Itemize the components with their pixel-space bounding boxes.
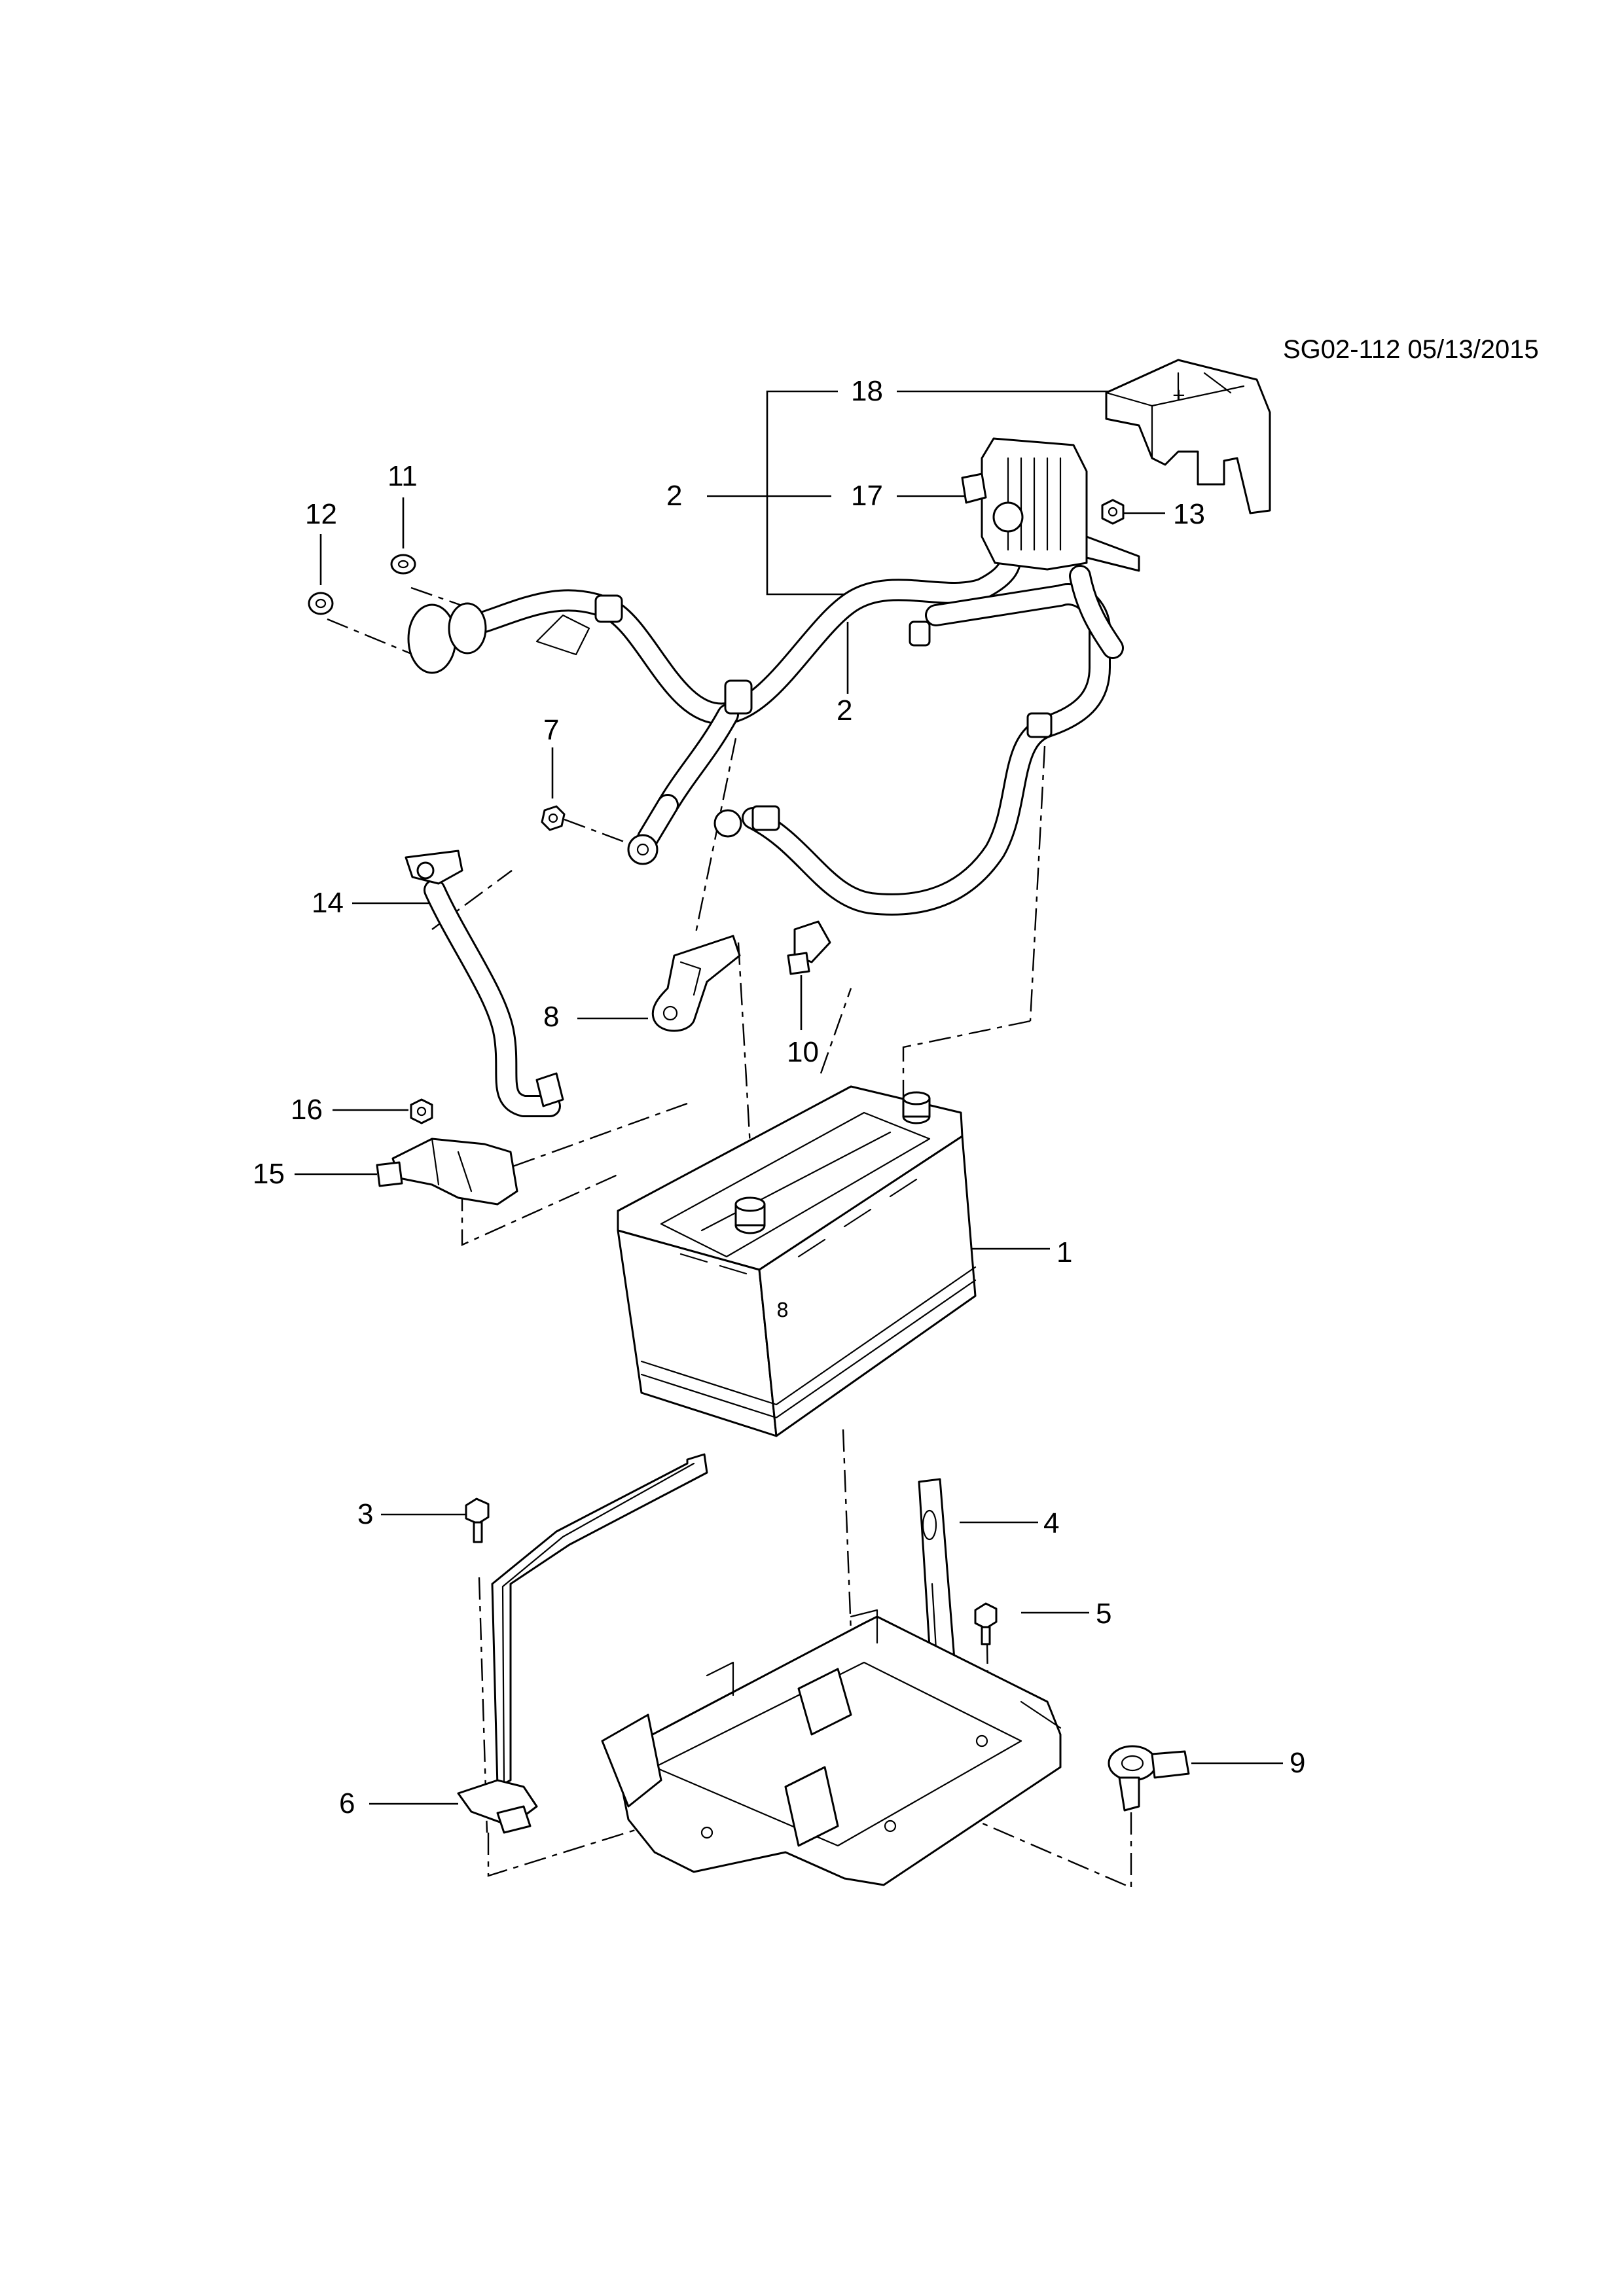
battery-tray[interactable] (601, 1609, 1062, 1886)
callout-16[interactable]: 16 (291, 1094, 323, 1126)
callout-4[interactable]: 4 (1043, 1507, 1059, 1539)
callout-12[interactable]: 12 (305, 498, 337, 530)
callout-15[interactable]: 15 (253, 1158, 285, 1190)
terminal-cover[interactable]: + (1105, 359, 1271, 514)
cable-bracket[interactable] (651, 935, 741, 1032)
battery-hold-down[interactable] (457, 1453, 708, 1834)
bolt-3-icon[interactable] (465, 1498, 490, 1543)
battery-cable-harness[interactable] (407, 539, 1124, 916)
leader-lines (295, 390, 1283, 1805)
callout-14[interactable]: 14 (312, 887, 344, 919)
assembly-lines (327, 586, 1132, 1889)
nut-16-icon[interactable] (410, 1098, 433, 1124)
ground-cable[interactable] (405, 850, 564, 1117)
callout-7[interactable]: 7 (543, 714, 559, 746)
callout-9[interactable]: 9 (1290, 1747, 1305, 1779)
nut-11-icon[interactable] (390, 554, 416, 575)
nut-7-icon[interactable] (541, 805, 566, 831)
svg-text:+: + (1172, 386, 1186, 405)
callout-18[interactable]: 18 (851, 375, 883, 407)
cable-clip[interactable] (1108, 1745, 1190, 1812)
callout-17[interactable]: 17 (851, 480, 883, 512)
callout-10[interactable]: 10 (787, 1036, 819, 1068)
callout-5[interactable]: 5 (1096, 1598, 1111, 1630)
harness-clip[interactable] (787, 920, 831, 975)
diagram-reference: SG02-112 05/13/2015 (1283, 335, 1539, 364)
battery[interactable]: 8 (617, 1085, 977, 1437)
callout-3[interactable]: 3 (357, 1498, 373, 1530)
callout-2b[interactable]: 2 (837, 694, 852, 726)
battery-sensor[interactable] (376, 1138, 518, 1206)
fuse-block[interactable] (961, 437, 1140, 572)
nut-12-icon[interactable] (308, 592, 334, 615)
svg-text:8: 8 (776, 1299, 789, 1322)
callout-11[interactable]: 11 (388, 460, 418, 492)
callout-8[interactable]: 8 (543, 1001, 559, 1033)
bolt-5-icon[interactable] (974, 1602, 998, 1645)
callout-2a[interactable]: 2 (666, 480, 682, 512)
callout-1[interactable]: 1 (1056, 1236, 1072, 1268)
callout-13[interactable]: 13 (1173, 498, 1205, 530)
nut-13-icon[interactable] (1101, 499, 1125, 525)
callout-6[interactable]: 6 (339, 1787, 355, 1820)
